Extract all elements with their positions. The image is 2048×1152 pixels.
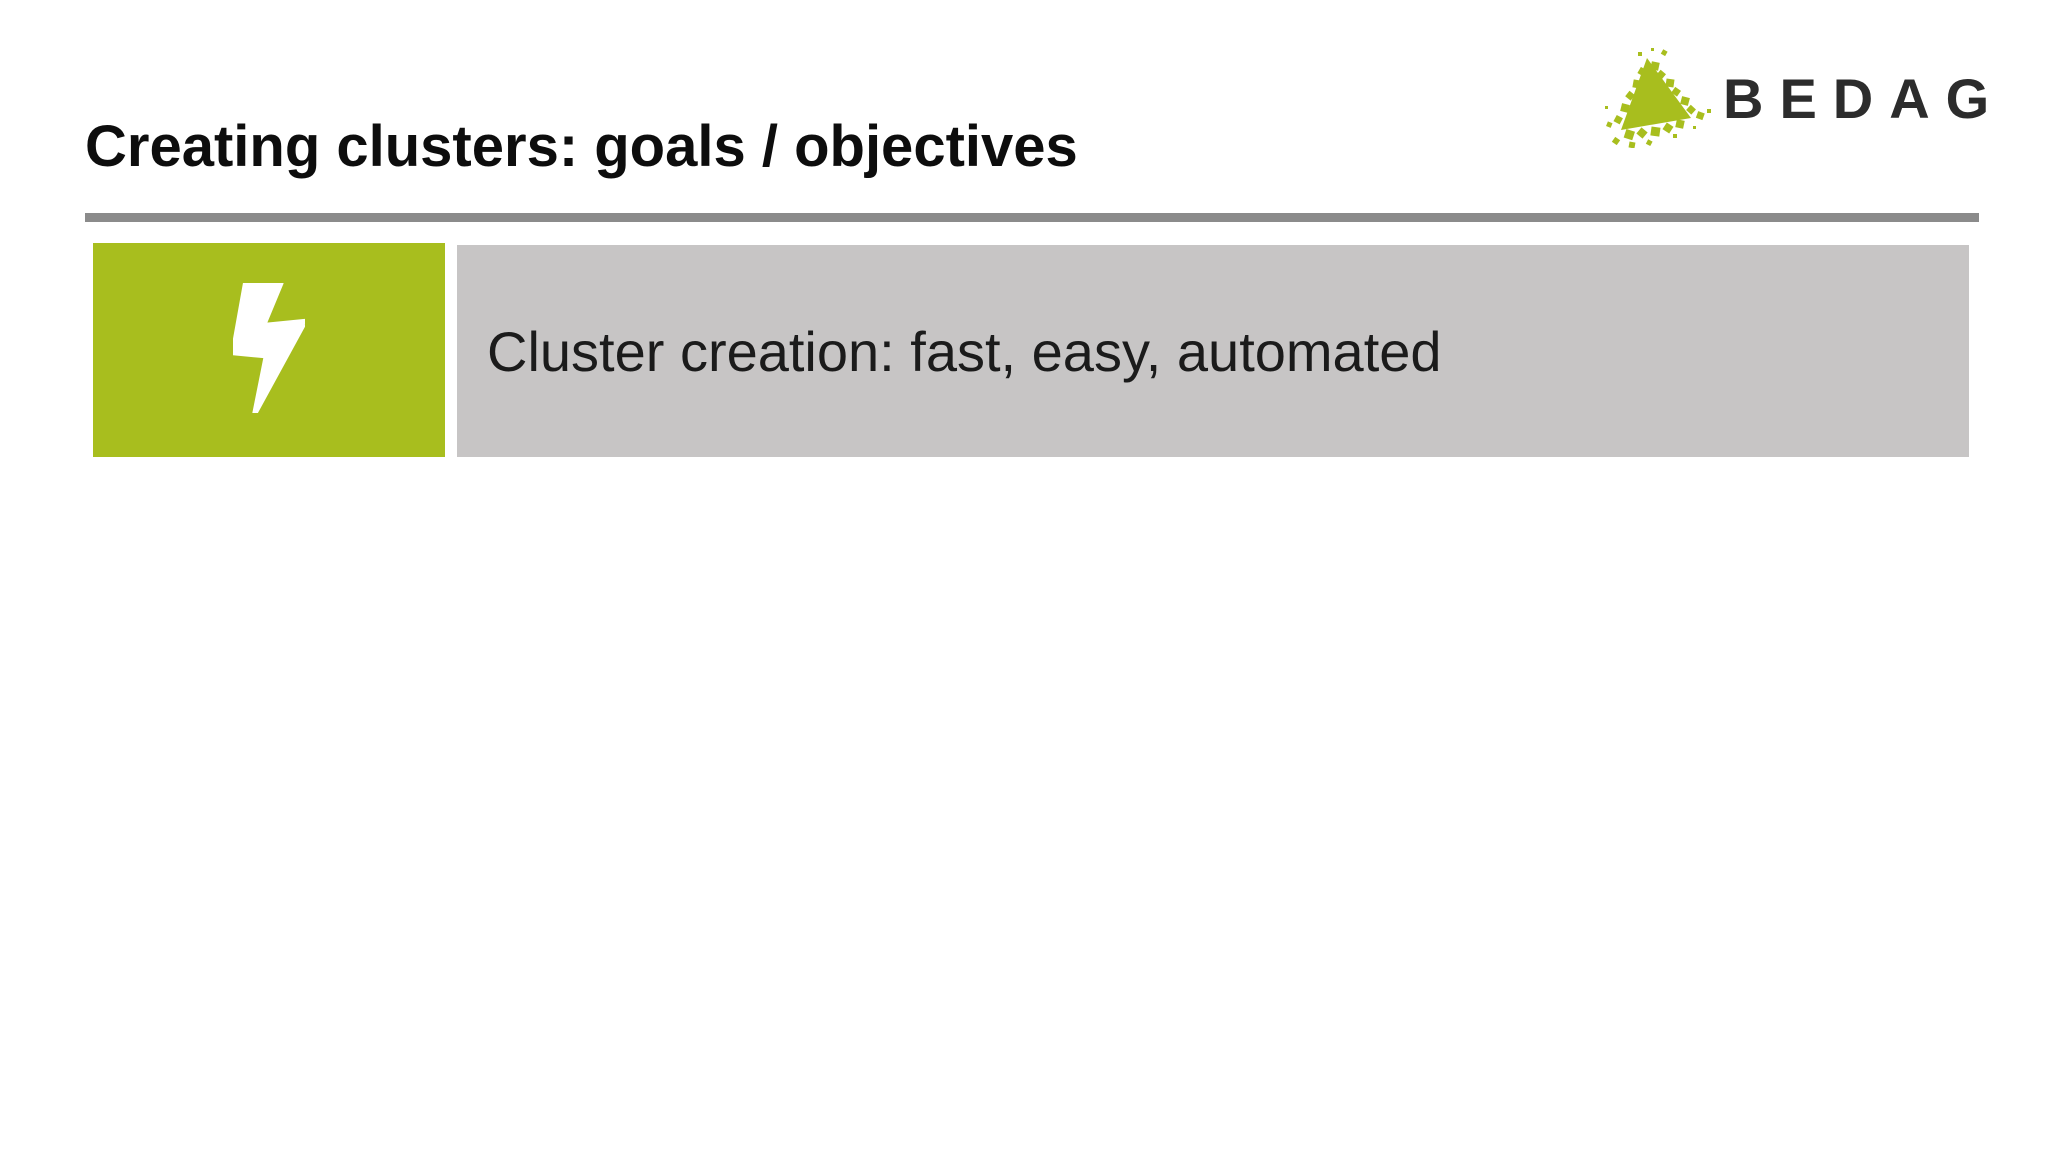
lightning-bolt-icon <box>230 279 308 418</box>
logo-wordmark: BEDAG <box>1723 66 2006 130</box>
objective-label: Cluster creation: fast, easy, automated <box>487 319 1442 383</box>
slide-title: Creating clusters: goals / objectives <box>85 114 1078 179</box>
bedag-logo: BEDAG <box>1605 46 2005 150</box>
objective-icon-box <box>93 243 445 457</box>
objective-bar: Cluster creation: fast, easy, automated <box>457 245 1969 457</box>
title-divider <box>85 213 1979 222</box>
pixel-triangle-icon <box>1605 48 1715 148</box>
